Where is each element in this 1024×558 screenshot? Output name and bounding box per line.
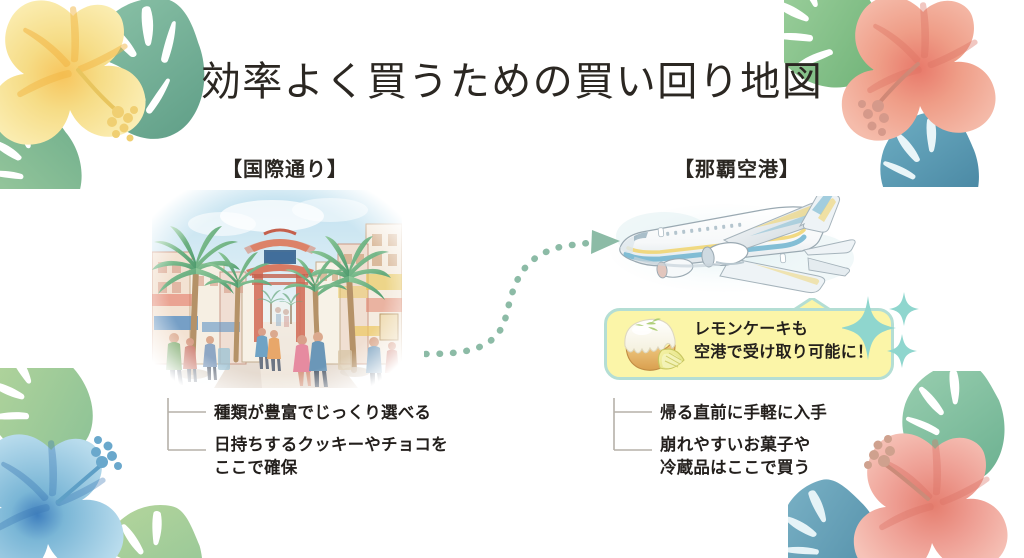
- dotted-path: [422, 238, 600, 358]
- flow-arrow-dotted: [422, 212, 640, 368]
- promo-speech-bubble: レモンケーキも 空港で受け取り可能に！: [604, 292, 919, 380]
- monstera-leaf-icon: [880, 111, 979, 187]
- monstera-leaf-icon: [0, 368, 93, 459]
- section-heading-kokusai-dori: 【国際通り】: [222, 157, 348, 181]
- blue-hibiscus-icon: [0, 434, 124, 558]
- arrowhead-icon: [591, 230, 620, 254]
- illustration-shopping-street: [151, 190, 403, 388]
- bullet-group-naha-airport: 帰る直前に手軽に入手 崩れやすいお菓子や 冷蔵品はここで買う: [612, 398, 952, 494]
- promo-bubble-text: レモンケーキも 空港で受け取り可能に！: [694, 319, 874, 361]
- bullet-group-kokusai-dori: 種類が豊富でじっくり選べる 日持ちするクッキーやチョコを ここで確保: [166, 398, 506, 494]
- section-heading-naha-airport: 【那覇空港】: [674, 157, 800, 181]
- bullet-item: 種類が豊富でじっくり選べる: [214, 403, 432, 422]
- bracket-connector: [612, 398, 660, 478]
- bullet-item: 崩れやすいお菓子や 冷蔵品はここで買う: [660, 435, 811, 477]
- lemon-cake-icon: [618, 316, 690, 376]
- bullet-item: 日持ちするクッキーやチョコを ここで確保: [214, 435, 448, 477]
- bracket-connector: [166, 398, 214, 478]
- palm-tree-icon: [152, 226, 391, 375]
- monstera-leaf-icon: [100, 505, 203, 558]
- gate-icon: [244, 228, 316, 342]
- monstera-leaf-icon: [0, 106, 82, 189]
- illustration-airplane: [604, 189, 866, 300]
- page-title: 効率よく買うための買い回り地図: [200, 59, 824, 105]
- pedestrians: [166, 307, 399, 387]
- bullet-item: 帰る直前に手軽に入手: [660, 403, 827, 422]
